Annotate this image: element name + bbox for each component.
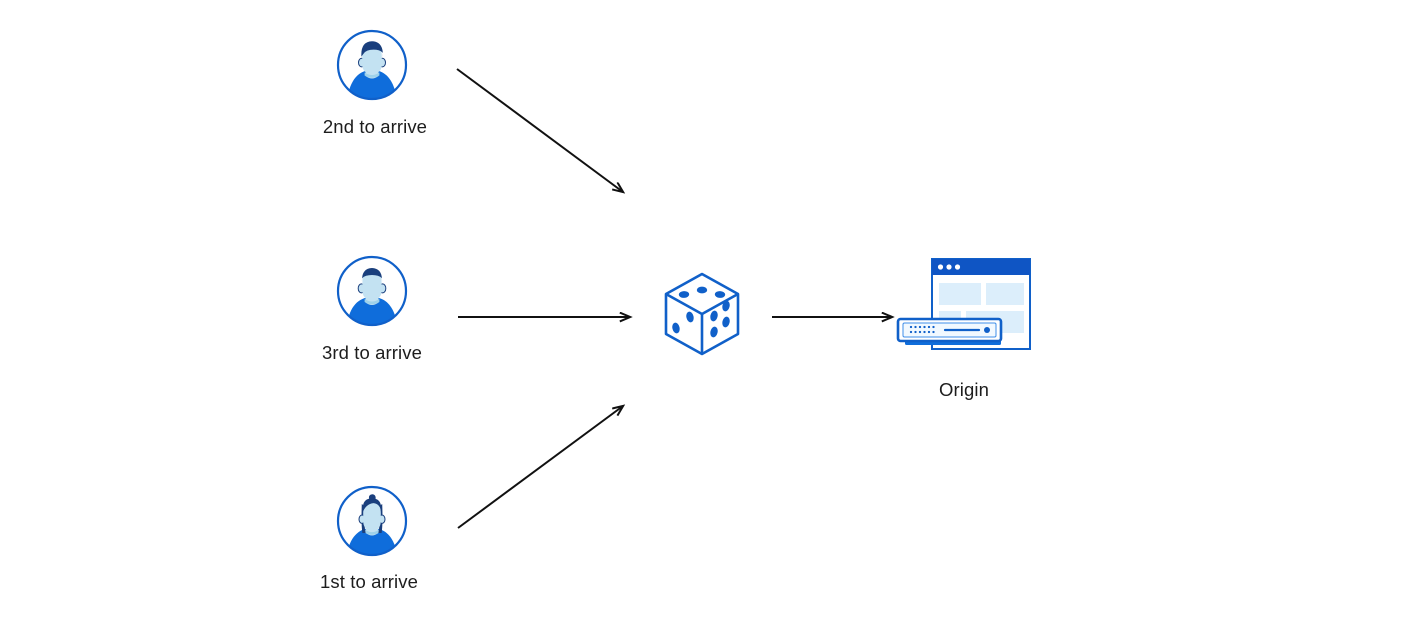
client-2nd-label: 2nd to arrive xyxy=(322,116,428,137)
origin-server-icon xyxy=(893,255,1038,360)
client-3rd-label: 3rd to arrive xyxy=(321,342,422,363)
client-1st-label: 1st to arrive xyxy=(320,571,418,592)
user-avatar-icon xyxy=(335,28,409,102)
dice-icon xyxy=(660,270,744,358)
user-avatar-icon xyxy=(335,254,409,328)
arrow-2nd-to-dice xyxy=(456,68,623,192)
arrow-1st-to-dice xyxy=(457,406,623,529)
user-avatar-icon xyxy=(335,484,409,558)
origin-label: Origin xyxy=(939,379,989,400)
server-device-shape xyxy=(896,317,1003,345)
